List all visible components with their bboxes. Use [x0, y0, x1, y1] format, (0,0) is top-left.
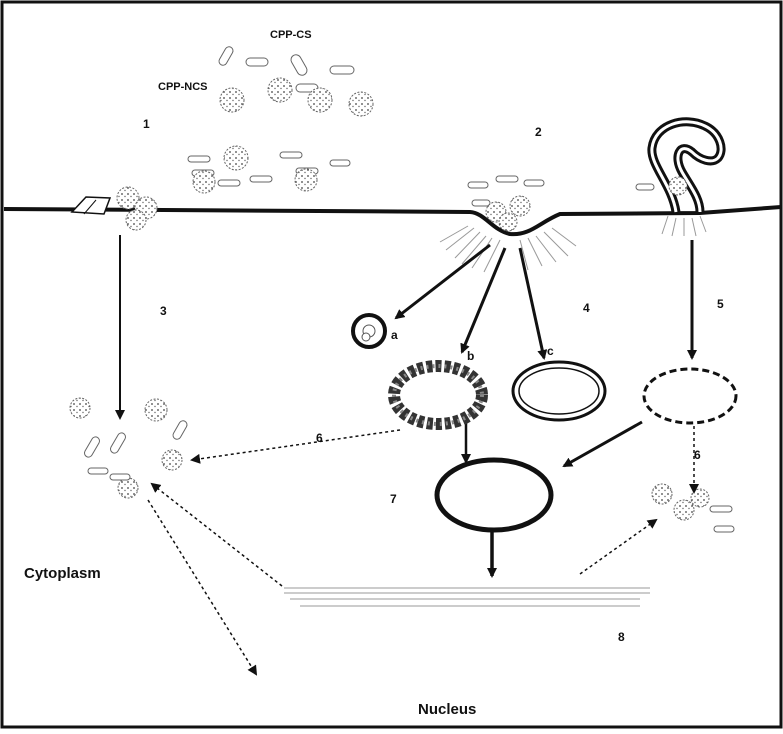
cpp-cs-rod	[710, 506, 732, 512]
cpp-cs-rod	[330, 66, 354, 74]
label-cpp-cs: CPP-CS	[270, 29, 312, 41]
cpp-ncs-sphere	[652, 484, 672, 504]
cpp-cs-rod	[218, 180, 240, 186]
label-step-6-right: 6	[694, 448, 701, 462]
cpp-cs-rod	[246, 58, 268, 66]
cpp-ncs-sphere	[674, 500, 694, 520]
cpp-ncs-sphere	[510, 196, 530, 216]
label-step-2: 2	[535, 125, 542, 139]
cpp-ncs-sphere	[295, 169, 317, 191]
cpp-ncs-sphere	[70, 398, 90, 418]
cpp-cs-rod	[88, 468, 108, 474]
cpp-cs-rod	[188, 156, 210, 162]
endosome-7	[437, 460, 551, 530]
label-b: b	[467, 349, 474, 363]
label-step-1: 1	[143, 117, 150, 131]
cpp-ncs-sphere	[224, 146, 248, 170]
cpp-ncs-sphere	[162, 450, 182, 470]
vesicle-5	[644, 369, 736, 423]
label-step-6-left: 6	[316, 431, 323, 445]
label-a: a	[391, 328, 398, 342]
cpp-ncs-sphere	[145, 399, 167, 421]
cpp-ncs-sphere	[193, 171, 215, 193]
label-step-7: 7	[390, 492, 397, 506]
cpp-cs-rod	[714, 526, 734, 532]
cpp-ncs-sphere	[220, 88, 244, 112]
cpp-cs-rod	[280, 152, 302, 158]
cpp-ncs-sphere	[499, 213, 517, 231]
cpp-cs-rod	[524, 180, 544, 186]
vesicle-c	[513, 362, 605, 420]
cpp-ncs-sphere	[118, 478, 138, 498]
label-nucleus: Nucleus	[418, 701, 476, 718]
label-step-4: 4	[583, 301, 590, 315]
cpp-ncs-sphere	[126, 210, 146, 230]
cpp-ncs-sphere	[268, 78, 292, 102]
cpp-cs-rod	[636, 184, 654, 190]
label-cpp-ncs: CPP-NCS	[158, 81, 208, 93]
cpp-ncs-sphere	[691, 489, 709, 507]
vesicle-a	[353, 315, 385, 347]
label-step-5: 5	[717, 297, 724, 311]
cpp-cs-rod	[496, 176, 518, 182]
cpp-cs-rod	[472, 200, 490, 206]
cpp-cs-rod	[330, 160, 350, 166]
label-step-8: 8	[618, 630, 625, 644]
cpp-cs-rod	[110, 474, 130, 480]
cpp-cs-rod	[250, 176, 272, 182]
cpp-ncs-sphere	[308, 88, 332, 112]
label-step-3: 3	[160, 304, 167, 318]
cpp-cs-rod	[468, 182, 488, 188]
label-cytoplasm: Cytoplasm	[24, 565, 101, 582]
label-c: c	[547, 344, 554, 358]
cpp-ncs-sphere	[669, 177, 687, 195]
cpp-ncs-sphere	[349, 92, 373, 116]
